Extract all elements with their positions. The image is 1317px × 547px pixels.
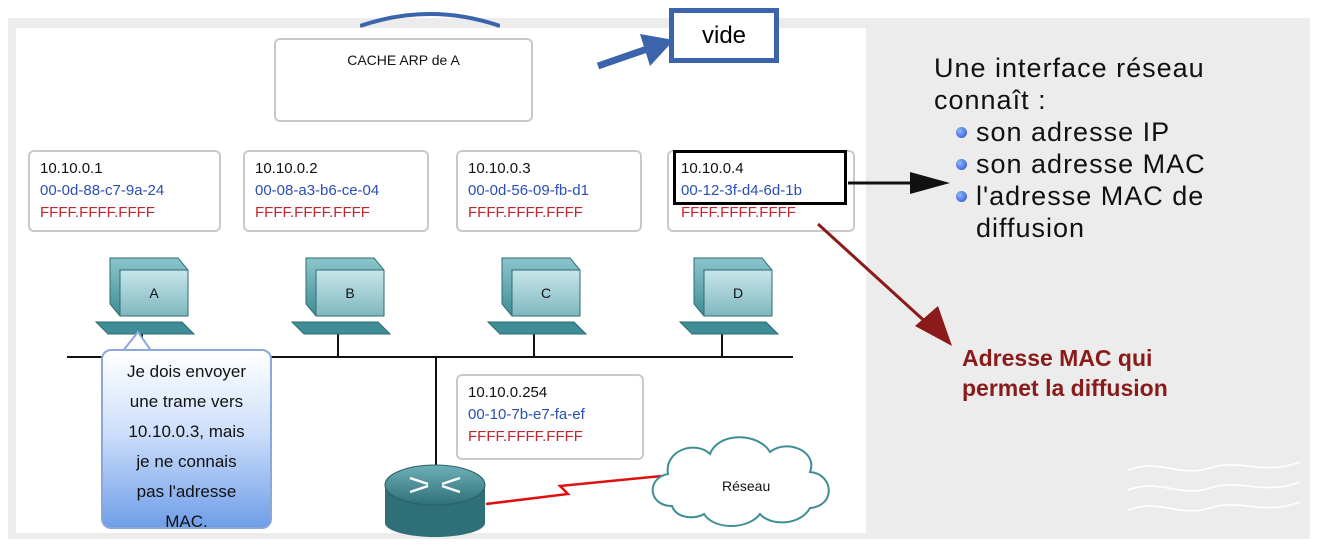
pc-b-icon: B [290,257,392,335]
host-broadcast: FFFF.FFFF.FFFF [255,204,370,221]
router-ip: 10.10.0.254 [468,384,548,401]
mac-highlight-box [673,150,847,205]
broadcast-note: Adresse MAC qui permet la diffusion [962,343,1168,403]
right-panel-text: Une interface réseau connaît : son adres… [934,52,1206,244]
host-card-c: 10.10.0.3 00-0d-56-09-fb-d1 FFFF.FFFF.FF… [456,150,642,232]
pc-d-label: D [733,285,743,301]
serial-link [485,474,663,506]
vide-label: vide [701,22,747,49]
bubble-line: Je dois envoyer [126,362,247,381]
host-broadcast: FFFF.FFFF.FFFF [681,204,796,221]
router-broadcast: FFFF.FFFF.FFFF [468,428,583,445]
host-ip: 10.10.0.2 [255,160,318,177]
bubble-tail [121,330,153,353]
host-card-d: 10.10.0.4 00-12-3f-d4-6d-1b FFFF.FFFF.FF… [667,150,855,232]
router-icon [384,464,486,537]
arp-cache-title: CACHE ARP de A [347,52,460,68]
host-broadcast: FFFF.FFFF.FFFF [40,204,155,221]
decorative-arc [360,12,500,28]
host-ip: 10.10.0.1 [40,160,103,177]
bubble-line: je ne connais [136,452,237,471]
host-mac: 00-0d-56-09-fb-d1 [468,182,589,199]
host-mac: 00-0d-88-c7-9a-24 [40,182,165,199]
arp-cache-box: CACHE ARP de A [274,38,533,122]
pc-c-icon: C [486,257,588,335]
bullet-dot-icon [956,159,967,170]
right-heading-line: connaît : [934,85,1047,115]
pc-a-label: A [149,285,159,301]
broadcast-note-line: Adresse MAC qui [962,345,1153,371]
cloud-label: Réseau [722,478,771,494]
bullet-item: diffusion [976,213,1086,243]
pc-b-label: B [345,285,354,301]
speech-bubble: Je dois envoyer une trame vers 10.10.0.3… [101,349,272,531]
host-ip: 10.10.0.4 [681,160,744,177]
host-mac: 00-08-a3-b6-ce-04 [255,182,380,199]
host-mac: 00-12-3f-d4-6d-1b [681,182,802,199]
host-card-a: 10.10.0.1 00-0d-88-c7-9a-24 FFFF.FFFF.FF… [28,150,221,232]
vide-label-box: vide [669,8,779,63]
bubble-line: une trame vers [129,392,244,411]
host-broadcast: FFFF.FFFF.FFFF [468,204,583,221]
pc-d-icon: D [678,257,780,335]
right-heading-line: Une interface réseau [934,53,1205,83]
bubble-line: 10.10.0.3, mais [128,422,245,441]
host-ip: 10.10.0.3 [468,160,531,177]
wave-decoration [1127,461,1301,512]
host-card-b: 10.10.0.2 00-08-a3-b6-ce-04 FFFF.FFFF.FF… [243,150,429,232]
bullet-item: son adresse IP [956,116,1206,148]
cloud-icon [651,436,830,527]
bubble-line: MAC. [165,512,208,531]
router-mac: 00-10-7b-e7-fa-ef [468,406,585,423]
pc-c-label: C [541,285,551,301]
vide-arrow [596,34,674,70]
pc-a-icon: A [94,257,196,335]
bullet-list: son adresse IP son adresse MAC l'adresse… [934,116,1206,244]
bullet-dot-icon [956,191,967,202]
bullet-item: l'adresse MAC de [956,180,1206,212]
broadcast-note-line: permet la diffusion [962,375,1168,401]
bullet-dot-icon [956,127,967,138]
bullet-item: son adresse MAC [956,148,1206,180]
router-card: 10.10.0.254 00-10-7b-e7-fa-ef FFFF.FFFF.… [456,374,644,460]
bubble-line: pas l'adresse [136,482,237,501]
